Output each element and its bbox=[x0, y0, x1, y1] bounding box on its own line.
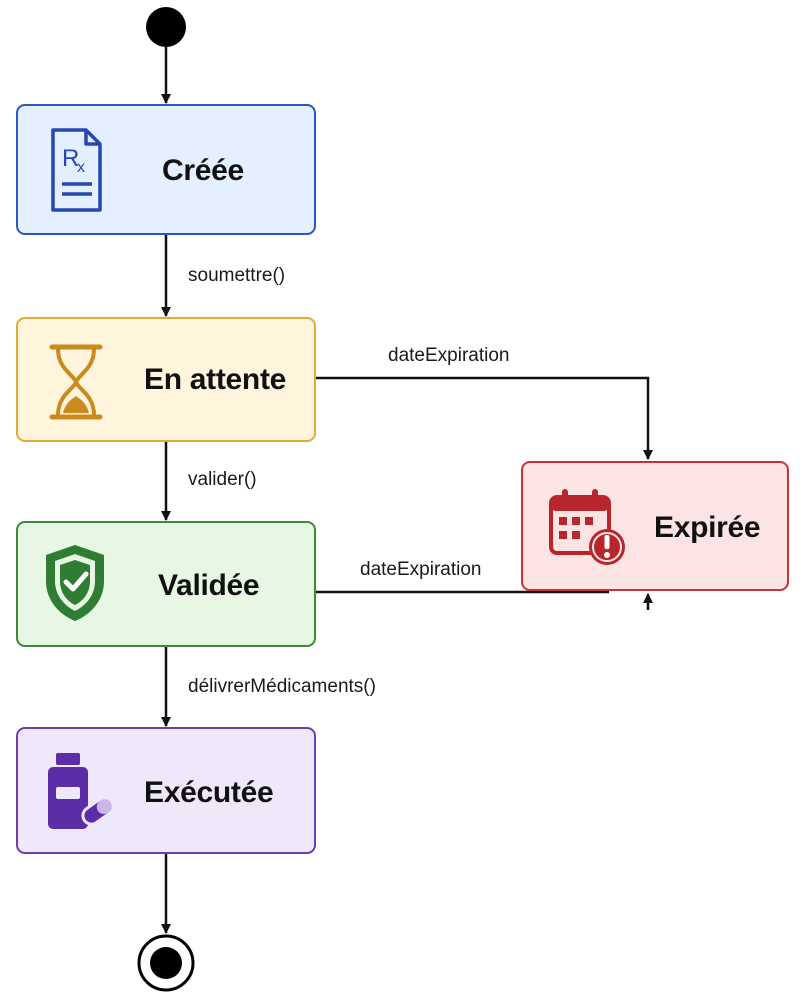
state-validee: Validée bbox=[16, 521, 316, 647]
final-state-inner-dot bbox=[150, 947, 182, 979]
state-label-creee: Créée bbox=[162, 154, 244, 187]
state-label-en-attente: En attente bbox=[144, 363, 287, 396]
transition-label-delivrer: délivrerMédicaments() bbox=[188, 676, 376, 697]
state-label-validee: Validée bbox=[158, 569, 260, 602]
svg-text:R: R bbox=[62, 145, 79, 172]
state-label-expiree: Expirée bbox=[654, 511, 761, 544]
transition-label-expiration-attente: dateExpiration bbox=[388, 345, 510, 366]
calendar-alert-icon bbox=[549, 489, 625, 565]
state-creee: R x Créée bbox=[16, 104, 316, 235]
state-label-executee: Exécutée bbox=[144, 776, 274, 809]
medicine-bottle-pill-icon bbox=[48, 753, 115, 829]
state-executee: Exécutée bbox=[16, 727, 316, 854]
svg-text:x: x bbox=[77, 159, 85, 176]
transition-label-expiration-validee: dateExpiration bbox=[360, 559, 482, 580]
shield-check-icon bbox=[46, 545, 104, 621]
state-en-attente: En attente bbox=[16, 317, 316, 442]
transition-label-valider: valider() bbox=[188, 469, 257, 490]
state-expiree: Expirée bbox=[521, 461, 789, 591]
prescription-document-icon: R x bbox=[51, 128, 102, 212]
hourglass-icon bbox=[49, 344, 103, 420]
edge-attente-to-expiree bbox=[316, 376, 653, 460]
initial-state-node bbox=[146, 7, 186, 47]
transition-label-soumettre: soumettre() bbox=[188, 265, 286, 286]
